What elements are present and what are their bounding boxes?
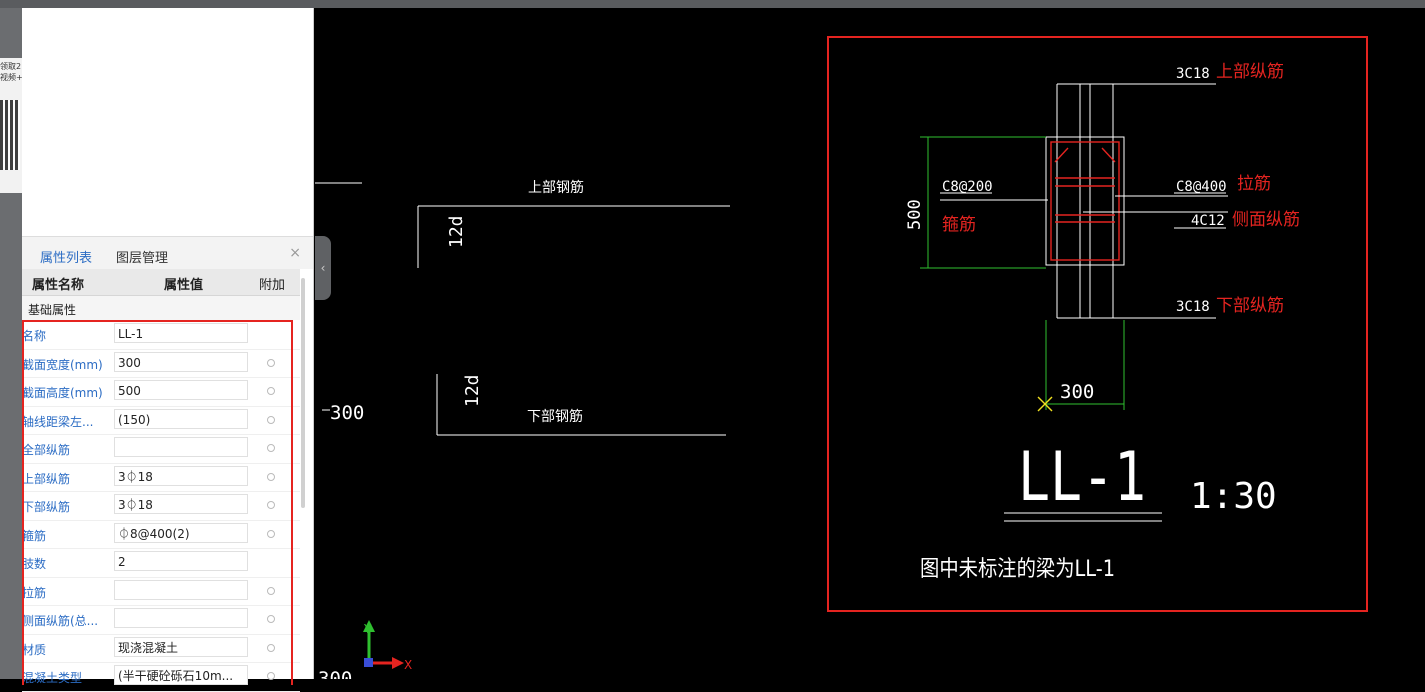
axis-x-label: X [404, 658, 412, 672]
qr-caption-2: 视频+ [0, 73, 22, 82]
property-table-header: 属性名称 属性值 附加 [22, 269, 300, 296]
panel-scrollbar[interactable] [301, 278, 305, 508]
panel-tabs: 属性列表 图层管理 × [22, 236, 313, 269]
stirrup-drawing [1050, 141, 1120, 261]
left-edge-strip: 领取2 视频+ [0, 8, 22, 679]
insertion-marker-icon [1037, 396, 1053, 412]
anchor-top-label: 12d [446, 215, 467, 248]
property-row[interactable]: 全部纵筋 [22, 435, 300, 464]
bottom-name-text: 下部纵筋 [1216, 296, 1284, 316]
tie-name-text: 拉筋 [1237, 174, 1271, 194]
ucs-axis-icon [363, 620, 404, 669]
property-value-input[interactable]: 2 [114, 551, 248, 571]
property-name: 拉筋 [22, 585, 47, 600]
stirrup-name-text: 箍筋 [942, 215, 976, 235]
section-note: 图中未标注的梁为LL-1 [920, 557, 1115, 582]
beam-section-drawing [1045, 83, 1216, 319]
extra-radio-icon[interactable] [267, 387, 275, 395]
property-row[interactable]: 上部纵筋 3⏀18 [22, 464, 300, 492]
property-value-input[interactable]: 3⏀18 [114, 494, 248, 514]
tab-layer-manager[interactable]: 图层管理 [116, 251, 169, 266]
column-name-header: 属性名称 [32, 278, 85, 293]
qr-code-icon [0, 100, 20, 170]
property-name: 轴线距梁左... [22, 414, 94, 429]
stirrup-spec-text: C8@200 [942, 179, 993, 195]
property-value-input[interactable]: (150) [114, 408, 248, 429]
qr-caption-1: 领取2 [0, 62, 22, 71]
property-row[interactable]: 下部纵筋 3⏀18 [22, 492, 300, 521]
property-name: 全部纵筋 [22, 443, 71, 457]
column-extra-header: 附加 [259, 278, 286, 293]
property-name: 上部纵筋 [22, 471, 71, 486]
property-name: 名称 [22, 329, 47, 343]
close-icon[interactable]: × [289, 245, 301, 261]
section-scale: 1:30 [1190, 476, 1277, 517]
tab-property-list[interactable]: 属性列表 [40, 251, 93, 266]
extra-radio-icon[interactable] [267, 586, 275, 595]
property-value-input[interactable] [114, 579, 248, 600]
section-callouts [940, 192, 1228, 229]
property-row[interactable]: 轴线距梁左... (150) [22, 407, 300, 435]
property-value-input[interactable]: 3⏀18 [114, 465, 248, 486]
property-name: 截面高度(mm) [22, 386, 103, 400]
extra-radio-icon[interactable] [267, 444, 275, 452]
property-row[interactable]: 肢数 2 [22, 549, 300, 578]
property-value-input[interactable]: ⏀8@400(2) [114, 522, 248, 543]
extra-radio-icon[interactable] [267, 501, 275, 509]
bottom-spec-text: 3C18 [1176, 299, 1210, 315]
property-name: 材质 [22, 642, 47, 657]
extra-radio-icon[interactable] [267, 472, 275, 481]
property-row[interactable]: 材质 现浇混凝土 [22, 635, 300, 663]
top-bar [0, 0, 1425, 8]
bottom-rebar-label: 下部钢筋 [527, 408, 583, 425]
panel-collapse-handle[interactable]: ‹ [315, 236, 331, 300]
property-name: 箍筋 [22, 528, 47, 543]
property-value-input[interactable] [114, 608, 248, 628]
property-row[interactable]: 箍筋 ⏀8@400(2) [22, 521, 300, 549]
top-name-text: 上部纵筋 [1216, 62, 1284, 82]
property-panel: 属性列表 图层管理 × 属性名称 属性值 附加 基础属性 名称 LL-1 截面宽度(… [22, 8, 314, 692]
dim-bottom-edge-text: 300 [318, 668, 352, 679]
section-title: LL-1 [1018, 438, 1146, 517]
property-name: 截面宽度(mm) [22, 357, 103, 372]
property-value-input[interactable]: 500 [114, 380, 248, 400]
dim-left-text: 300 [330, 402, 364, 424]
top-spec-text: 3C18 [1176, 66, 1210, 82]
panel-preview-area [22, 8, 313, 234]
property-value-input[interactable] [114, 437, 248, 457]
section-highlight-frame [827, 36, 1368, 612]
extra-radio-icon[interactable] [267, 643, 275, 652]
property-row[interactable]: 名称 LL-1 [22, 321, 300, 350]
top-rebar-label: 上部钢筋 [528, 179, 584, 196]
property-value-input[interactable]: 300 [114, 351, 248, 372]
width-dim-label: 300 [1060, 381, 1094, 403]
property-rows: 名称 LL-1 截面宽度(mm) 300 截面高度(mm) 500 轴线距梁左... (150… [22, 321, 300, 692]
column-value-header: 属性值 [164, 278, 204, 293]
property-name: 侧面纵筋(总... [22, 614, 99, 628]
axis-y-label: Y [363, 622, 372, 636]
dimension-lines [920, 136, 1125, 410]
extra-radio-icon[interactable] [267, 615, 275, 623]
extra-radio-icon[interactable] [267, 415, 275, 424]
property-name: 肢数 [22, 557, 47, 571]
property-value-input[interactable]: LL-1 [114, 323, 248, 343]
group-label: 基础属性 [28, 303, 77, 317]
anchor-bottom-label: 12d [462, 374, 483, 407]
property-row[interactable]: 截面高度(mm) 500 [22, 378, 300, 407]
extra-radio-icon[interactable] [267, 529, 275, 538]
property-row[interactable]: 截面宽度(mm) 300 [22, 350, 300, 378]
property-row[interactable]: 拉筋 [22, 578, 300, 606]
height-dim-label: 500 [905, 199, 925, 230]
group-basic-properties[interactable]: 基础属性 [22, 296, 300, 320]
property-name: 下部纵筋 [22, 500, 71, 514]
tie-spec-text: C8@400 [1176, 179, 1227, 195]
property-value-input[interactable]: 现浇混凝土 [114, 636, 248, 657]
side-spec-text: 4C12 [1191, 213, 1225, 229]
extra-radio-icon[interactable] [267, 358, 275, 367]
property-row[interactable]: 侧面纵筋(总... [22, 606, 300, 635]
side-name-text: 侧面纵筋 [1232, 210, 1300, 230]
